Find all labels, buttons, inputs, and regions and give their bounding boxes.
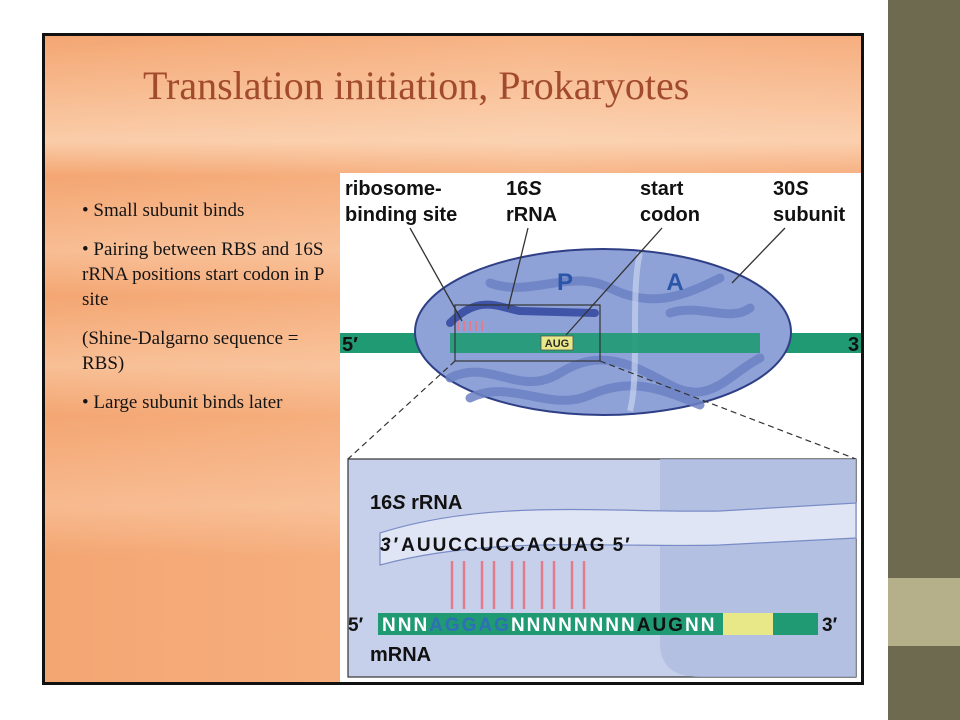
aug-box: [540, 335, 574, 351]
inset-mrna-label: mRNA: [370, 644, 431, 666]
inset-pairing-marks: [450, 561, 586, 609]
bullet-small-subunit: • Small subunit binds: [82, 200, 245, 221]
inset-rrna-band: [379, 502, 857, 566]
inset-aug-box: [723, 613, 773, 635]
sidebar-accent-band: [888, 578, 960, 646]
bullet-shine-dalgarno: (Shine-Dalgarno sequence = RBS): [82, 328, 299, 374]
slide: Translation initiation, Prokaryotes • Sm…: [42, 33, 864, 685]
bullet-large-subunit: • Large subunit binds later: [82, 392, 283, 413]
label-start-codon-l1: start: [640, 178, 684, 200]
top-mrna-5prime: 5′: [342, 334, 358, 356]
label-ribosome-binding-site-l2: binding site: [345, 204, 457, 226]
ribosome-texture: [445, 273, 765, 410]
bullet-pairing: • Pairing between RBS and 16S rRNA posit…: [82, 239, 324, 310]
p-site-label: P: [557, 269, 573, 296]
bullet-list: • Small subunit binds • Pairing between …: [82, 198, 327, 429]
inset-mrna-3prime: 3′: [822, 615, 838, 636]
ribosome-diagram: AUG P A 5′ 3 ribosome- binding site 16S …: [340, 173, 861, 682]
rbs-pairing-marks: [457, 321, 483, 331]
label-ribosome-binding-site-l1: ribosome-: [345, 178, 442, 200]
label-16s-l1: 16S: [506, 178, 542, 200]
leader-lines: [409, 227, 786, 336]
inset-mrna-sequence: NNNAGGAGNNNNNNNNAUGNN: [382, 615, 716, 636]
inset-large-subunit-shade: [660, 459, 856, 677]
label-16s-l2: rRNA: [506, 204, 557, 226]
inset-mrna-5prime: 5′: [348, 615, 364, 636]
top-mrna-3prime: 3: [848, 334, 859, 356]
aug-label: AUG: [545, 338, 569, 350]
zoom-region-box: [454, 304, 601, 362]
inset-rrna-label: 16S rRNA: [370, 492, 462, 514]
zoom-lines: [347, 360, 857, 460]
a-site-label: A: [666, 269, 683, 296]
label-start-codon-l2: codon: [640, 204, 700, 226]
slide-title: Translation initiation, Prokaryotes: [143, 63, 690, 108]
site-divider: [627, 252, 643, 412]
label-30s-l1: 30S: [773, 178, 809, 200]
inset-mrna-band: [378, 613, 818, 635]
label-30s-l2: subunit: [773, 204, 846, 226]
mrna-strand-front: [450, 333, 760, 353]
ribosome-diagram-svg: AUG P A 5′ 3 ribosome- binding site 16S …: [340, 178, 861, 678]
